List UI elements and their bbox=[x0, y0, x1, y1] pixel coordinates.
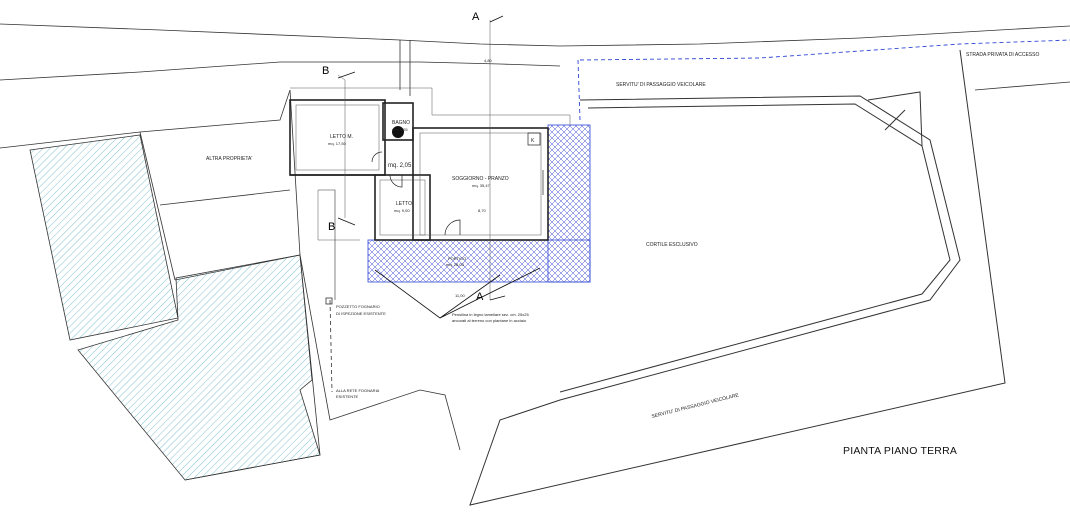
label-cortile-esclusivo: CORTILE ESCLUSIVO bbox=[646, 242, 698, 248]
section-b-bottom-marker: B bbox=[328, 221, 335, 233]
building-inner-lines bbox=[290, 20, 571, 300]
section-a-bottom-marker: A bbox=[476, 291, 484, 303]
label-pozzetto-2: DI ISPEZIONE ESISTENTE bbox=[336, 311, 386, 316]
label-pozzetto-1: POZZETTO FOGNARIO bbox=[336, 304, 380, 309]
doors-fixtures bbox=[371, 132, 544, 236]
room-letto-name: LETTO bbox=[396, 201, 412, 207]
label-servitu-bottom: SERVITU' DI PASSAGGIO VEICOLARE bbox=[651, 392, 740, 420]
building-walls bbox=[289, 99, 549, 241]
label-pensilina-2: ancorati al terreno con plantane in acci… bbox=[452, 318, 527, 323]
dimension-bottom: 11,00 bbox=[455, 293, 465, 298]
sewer-pit bbox=[325, 297, 333, 305]
label-pensilina-1: Pensilina in legno lamellare sez. cm. 25… bbox=[452, 312, 529, 317]
label-rete-1: ALLA RETE FOGNARIA bbox=[336, 388, 380, 393]
room-letto-m-area: mq. 17,50 bbox=[328, 141, 347, 146]
courtyard-outline bbox=[469, 49, 1006, 506]
room-bagno-name: BAGNO bbox=[392, 120, 410, 126]
toilet-fixture bbox=[392, 126, 404, 138]
room-soggiorno-name: SOGGIORNO - PRANZO bbox=[452, 176, 509, 182]
access-road-boundary bbox=[577, 39, 1070, 121]
drawing-title: PIANTA PIANO TERRA bbox=[843, 445, 957, 457]
label-altra-proprieta: ALTRA PROPRIETA' bbox=[206, 156, 252, 162]
dimension-mid: 8,70 bbox=[478, 208, 487, 213]
section-lines bbox=[337, 15, 541, 319]
room-disimpegno-area: mq. 2,05 bbox=[388, 163, 412, 169]
room-portico-name: PORTICO bbox=[448, 256, 466, 261]
section-a-top-marker: A bbox=[472, 11, 480, 23]
room-soggiorno-area: mq. 35,47 bbox=[472, 183, 491, 188]
section-b-top-marker: B bbox=[322, 65, 329, 77]
label-rete-2: ESISTENTE bbox=[336, 394, 359, 399]
hatched-area-north bbox=[29, 134, 179, 341]
kitchen-mark: K bbox=[531, 138, 535, 144]
label-servitu-top: SERVITU' DI PASSAGGIO VEICOLARE bbox=[616, 82, 706, 88]
sewer-line bbox=[329, 299, 333, 393]
drop-line bbox=[318, 189, 336, 300]
hatched-area-south bbox=[77, 254, 321, 481]
room-bagno-area: mq. 5,05 bbox=[392, 127, 408, 132]
road-boundary-lines bbox=[0, 23, 1070, 96]
label-strada-privata: STRADA PRIVATA DI ACCESSO bbox=[966, 52, 1039, 58]
room-portico-area: mq. 26,03 bbox=[446, 262, 465, 267]
terrace-hatch bbox=[547, 124, 591, 283]
room-letto-m-name: LETTO M. bbox=[330, 134, 353, 140]
room-letto-area: mq. 9,00 bbox=[394, 208, 410, 213]
dimension-top: 4,80 bbox=[484, 58, 493, 63]
